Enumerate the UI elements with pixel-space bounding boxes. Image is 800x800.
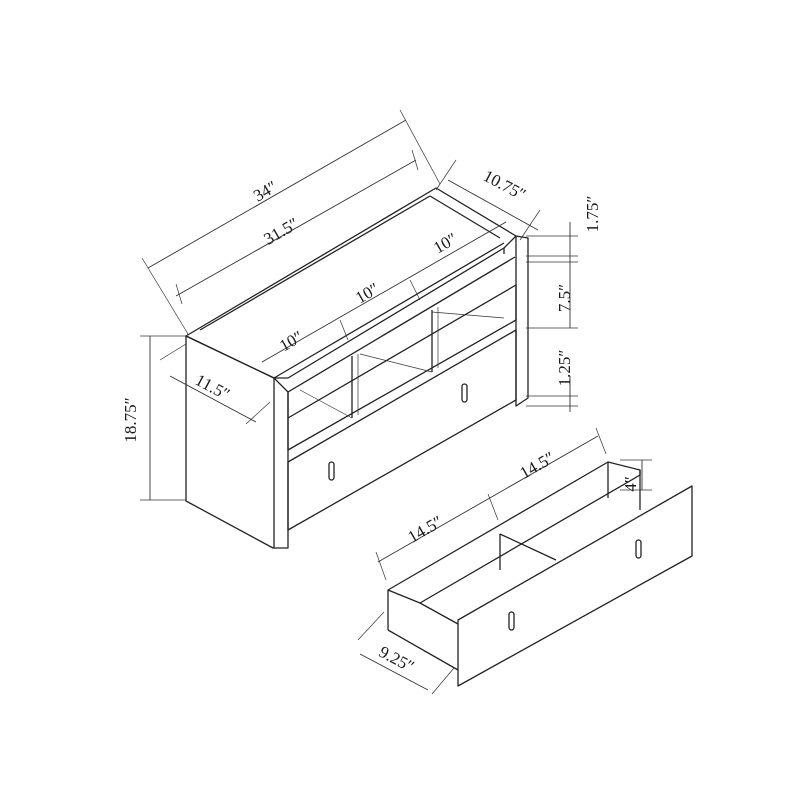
label-top-thickness: 1.75″: [583, 196, 602, 233]
label-drawer-height: 4″: [621, 476, 640, 492]
middle-shelf: [287, 284, 517, 451]
label-shelf-thickness: 1.25″: [555, 350, 574, 387]
stand-drawer-handle-left: [328, 461, 335, 481]
left-side-panel: [185, 335, 289, 549]
label-compartment-2: 10″: [352, 279, 382, 308]
label-overall-height: 18.75″: [121, 397, 140, 442]
label-compartment-3: 10″: [430, 229, 460, 258]
stand-drawer-front: [287, 329, 517, 531]
label-shelf-height: 7.5″: [555, 284, 574, 312]
dimension-lines: [140, 109, 652, 695]
drawer-handle-left: [508, 611, 515, 631]
label-overall-width: 34″: [250, 177, 280, 206]
drawer-handle-right: [635, 539, 642, 559]
right-side-panel: [515, 235, 529, 407]
label-drawer-section-left: 14.5″: [405, 512, 446, 547]
label-drawer-depth: 9.25″: [376, 642, 417, 676]
label-depth: 10.75″: [480, 166, 529, 204]
drawer-drawing: [387, 461, 693, 687]
top-panel: [185, 187, 517, 379]
tv-stand-drawing: [185, 187, 529, 549]
drawer-front-panel: [457, 485, 693, 687]
label-drawer-section-right: 14.5″: [517, 448, 558, 483]
label-inner-width: 31.5″: [261, 214, 302, 249]
stand-drawer-handle-right: [461, 383, 468, 403]
dimension-labels: 34″ 31.5″ 10.75″ 10″ 10″ 10″ 1.75″ 7.5″ …: [121, 166, 640, 676]
